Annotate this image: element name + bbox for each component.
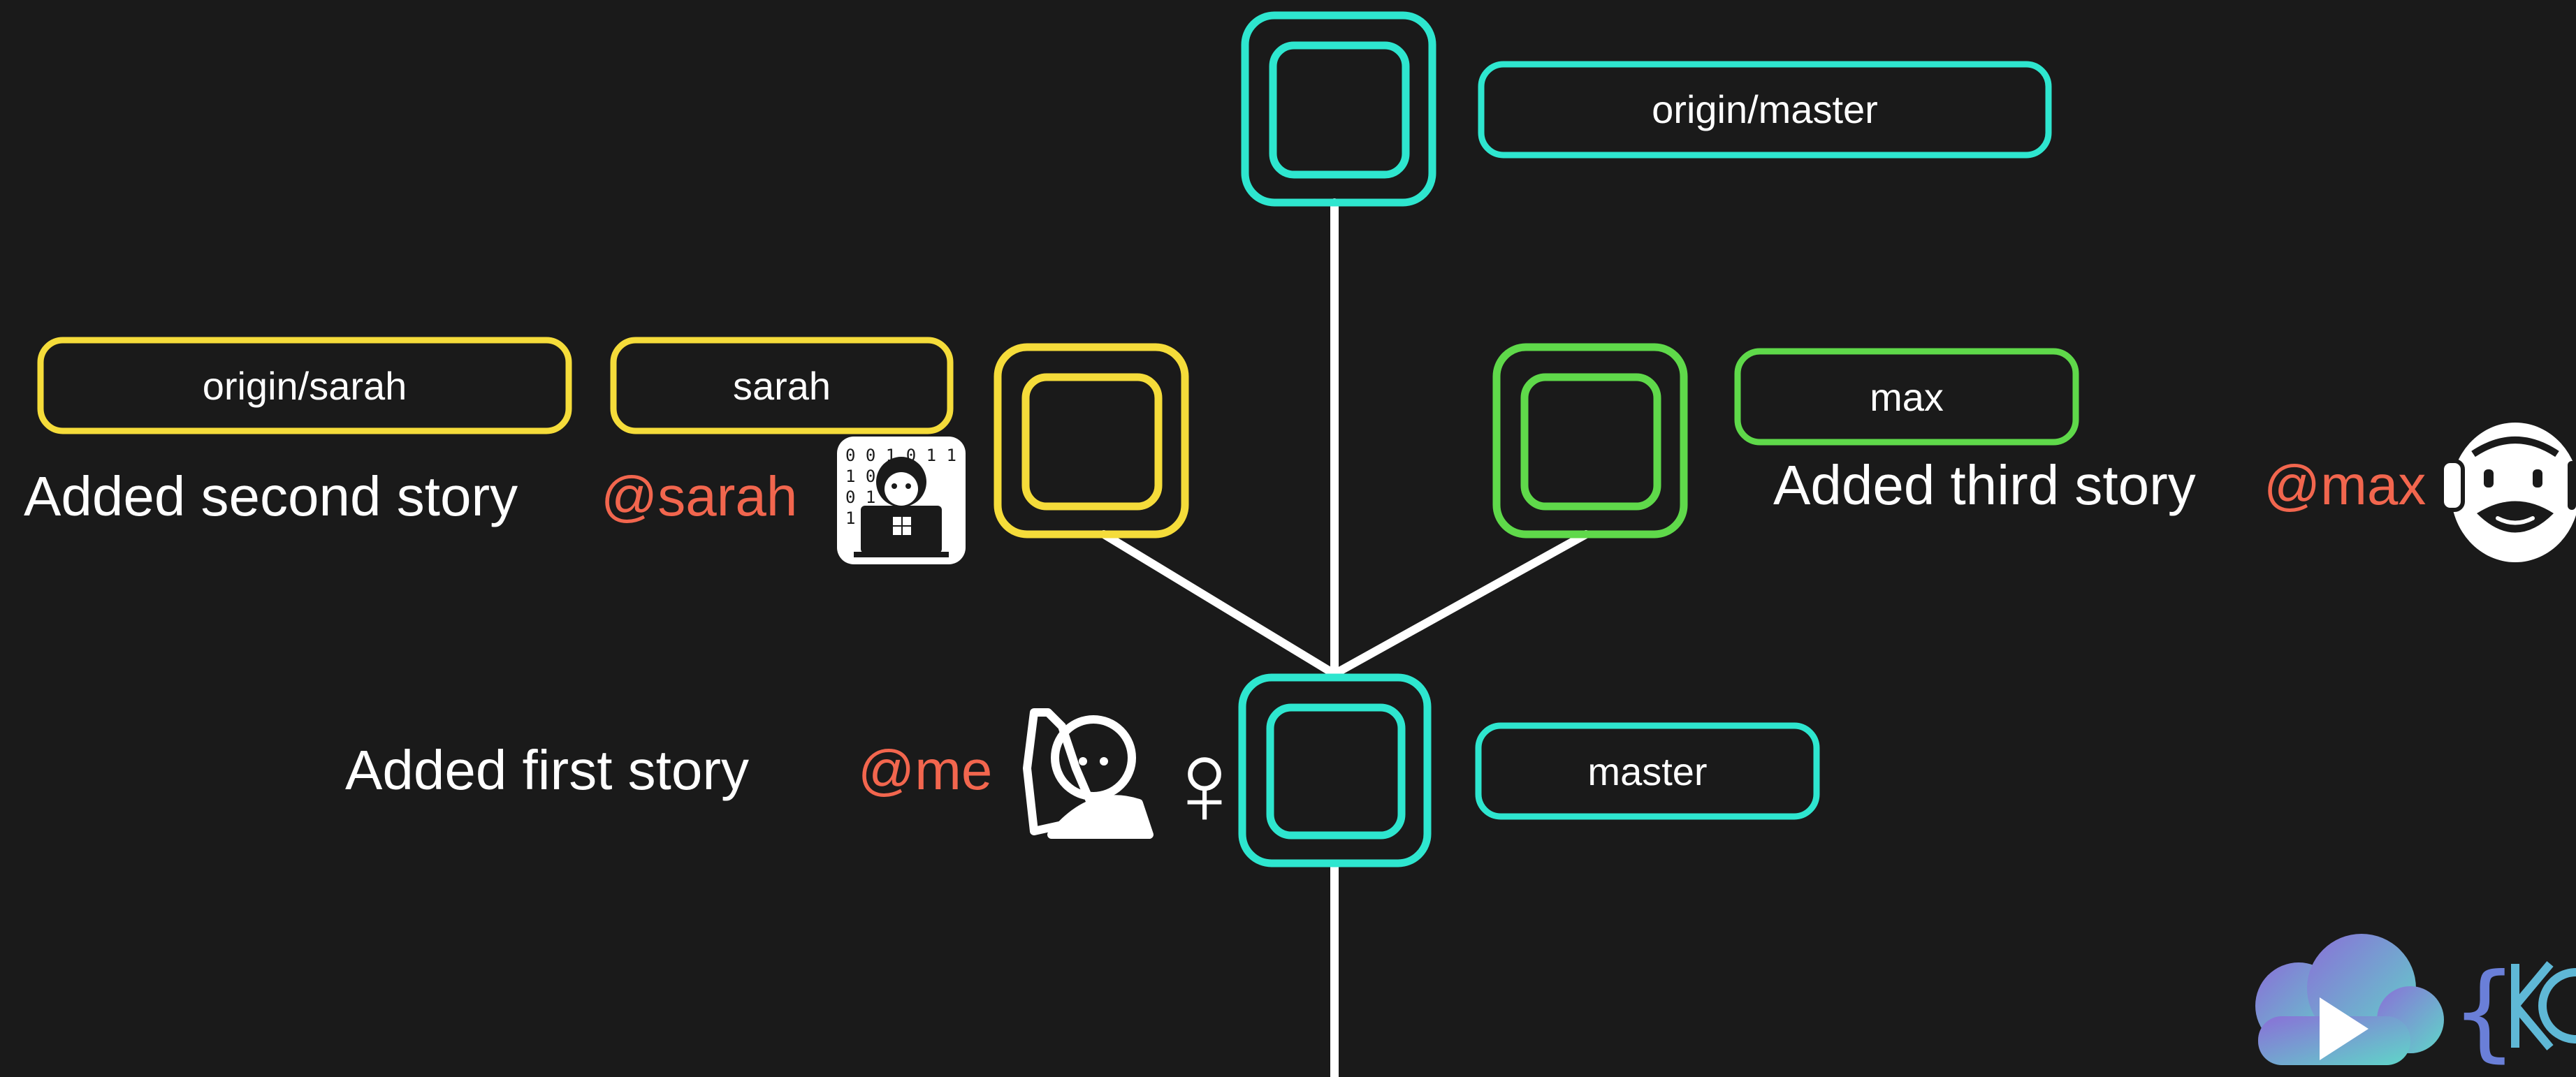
female-sign-icon: ♀ [1160, 717, 1249, 850]
bearded-man-icon [2440, 423, 2576, 562]
line-max-to-first [1330, 530, 1590, 678]
commit-node-top[interactable] [1241, 11, 1436, 207]
brace-logo-icon: { [2451, 951, 2576, 1073]
commit-author-second: @sarah [601, 465, 797, 527]
branch-label-master[interactable]: master [1475, 722, 1820, 820]
commit-message-first: Added first story [345, 739, 749, 801]
branch-label-sarah-text: sarah [733, 364, 831, 408]
commit-author-third: @max [2264, 454, 2426, 516]
branch-label-master-text: master [1587, 749, 1707, 793]
commit-node-third[interactable] [1492, 343, 1688, 538]
commit-message-third: Added third story [1773, 454, 2196, 516]
branch-label-origin-master[interactable]: origin/master [1478, 61, 2052, 159]
line-sarah-to-first [1100, 530, 1339, 678]
cloud-play-logo-icon [2255, 934, 2444, 1065]
branch-label-sarah[interactable]: sarah [610, 337, 954, 434]
commit-author-first: @me [858, 739, 992, 801]
svg-text:{: { [2451, 951, 2517, 1073]
branch-label-max[interactable]: max [1734, 348, 2079, 446]
commit-node-first[interactable] [1238, 673, 1432, 867]
branch-label-origin-sarah[interactable]: origin/sarah [37, 337, 572, 434]
branch-label-origin-master-text: origin/master [1652, 87, 1878, 131]
commit-node-second[interactable] [994, 343, 1189, 538]
branch-label-max-text: max [1870, 375, 1944, 419]
commit-lines [1100, 198, 1590, 1077]
woman-raising-hand-icon [1023, 708, 1154, 839]
technologist-icon: 0 0 1 0 1 1 1 0 1 0 1 1 0 1 0 0 1 [837, 437, 966, 564]
branch-label-origin-sarah-text: origin/sarah [203, 364, 407, 408]
commit-message-second: Added second story [24, 465, 518, 527]
